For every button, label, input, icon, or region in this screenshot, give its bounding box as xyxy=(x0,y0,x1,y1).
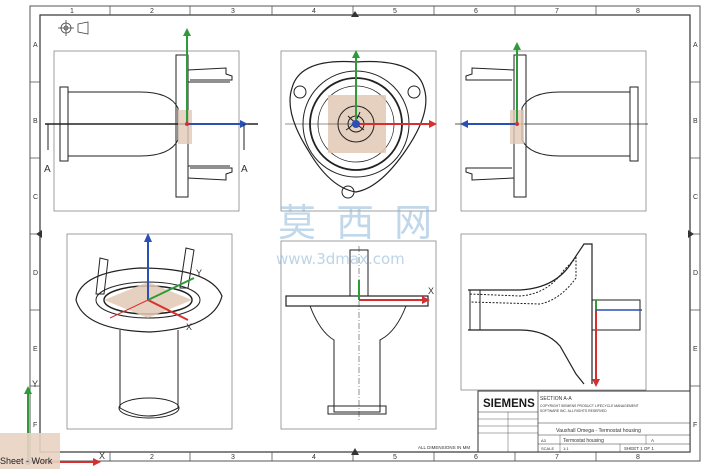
watermark: 莫 西 网 www.3dmax.com xyxy=(276,201,436,268)
row-label: E xyxy=(693,346,698,353)
sheet-work-label[interactable]: Sheet - Work xyxy=(0,456,53,466)
section-marker-right: A xyxy=(241,164,248,175)
scale-label: SCALE xyxy=(541,446,554,451)
copyright-line-2: SOFTWARE INC. ALL RIGHTS RESERVED xyxy=(540,409,607,413)
row-label: B xyxy=(33,118,38,125)
outer-frame xyxy=(29,5,701,462)
col-label: 3 xyxy=(231,8,235,15)
col-label: 6 xyxy=(474,454,478,461)
watermark-url: www.3dmax.com xyxy=(276,250,405,268)
center-mark-right-icon xyxy=(688,230,694,238)
dimensions-note: ALL DIMENSIONS IN MM xyxy=(418,445,470,450)
col-label: 8 xyxy=(636,454,640,461)
row-label: F xyxy=(693,422,697,429)
iso-axis-y-label: Y xyxy=(196,268,202,278)
col-label: 7 xyxy=(555,8,559,15)
part-name: Termostat housing xyxy=(563,438,604,444)
row-label: E xyxy=(33,346,38,353)
row-label: D xyxy=(693,270,698,277)
projection-symbol-icon xyxy=(58,20,89,36)
col-label: 2 xyxy=(150,454,154,461)
col-label: 1 xyxy=(70,8,74,15)
col-label: 4 xyxy=(312,8,316,15)
project-title: Vauxhall Omega - Termostat housing xyxy=(556,428,641,434)
center-mark-bottom-icon xyxy=(351,448,359,455)
copyright-line-1: COPYRIGHT SIEMENS PRODUCT LIFECYCLE MANA… xyxy=(540,404,639,408)
rev-value: A xyxy=(651,438,654,443)
wcs-axis-x-label: X xyxy=(99,451,105,461)
view-top[interactable] xyxy=(280,50,437,212)
size-value: A3 xyxy=(541,438,547,443)
view-side[interactable] xyxy=(455,42,648,212)
col-label: 7 xyxy=(555,454,559,461)
row-label: A xyxy=(33,42,38,49)
col-label: 5 xyxy=(393,8,397,15)
title-block: SIEMENS SECTION A-A COPYRIGHT SIEMENS PR… xyxy=(477,390,691,453)
company-logo: SIEMENS xyxy=(483,398,535,410)
view-section[interactable] xyxy=(460,233,647,391)
view-elevation[interactable]: X xyxy=(280,240,437,430)
scale-value: 1:1 xyxy=(563,446,569,451)
row-label: D xyxy=(33,270,38,277)
col-label: 2 xyxy=(150,8,154,15)
section-title: SECTION A-A xyxy=(540,396,572,402)
wcs-axis-y-label: Y xyxy=(32,379,38,389)
row-label: B xyxy=(693,118,698,125)
elev-axis-x-label: X xyxy=(428,286,434,296)
row-label: C xyxy=(33,194,38,201)
row-label: F xyxy=(33,422,37,429)
col-label: 8 xyxy=(636,8,640,15)
section-marker-left: A xyxy=(44,164,51,175)
center-mark-left-icon xyxy=(36,230,42,238)
view-isometric[interactable]: X Y xyxy=(66,233,233,430)
col-label: 5 xyxy=(393,454,397,461)
row-label: A xyxy=(693,42,698,49)
center-mark-top-icon xyxy=(351,11,359,17)
col-label: 3 xyxy=(231,454,235,461)
watermark-chars: 莫 西 网 xyxy=(278,201,436,245)
sheet-number: SHEET 1 OF 1 xyxy=(624,446,654,451)
view-front[interactable]: A A xyxy=(44,28,258,212)
zone-ticks xyxy=(30,6,700,461)
col-label: 4 xyxy=(312,454,316,461)
iso-axis-x-label: X xyxy=(186,322,192,332)
sheet-tab-highlight xyxy=(0,433,60,469)
col-label: 6 xyxy=(474,8,478,15)
row-label: C xyxy=(693,194,698,201)
